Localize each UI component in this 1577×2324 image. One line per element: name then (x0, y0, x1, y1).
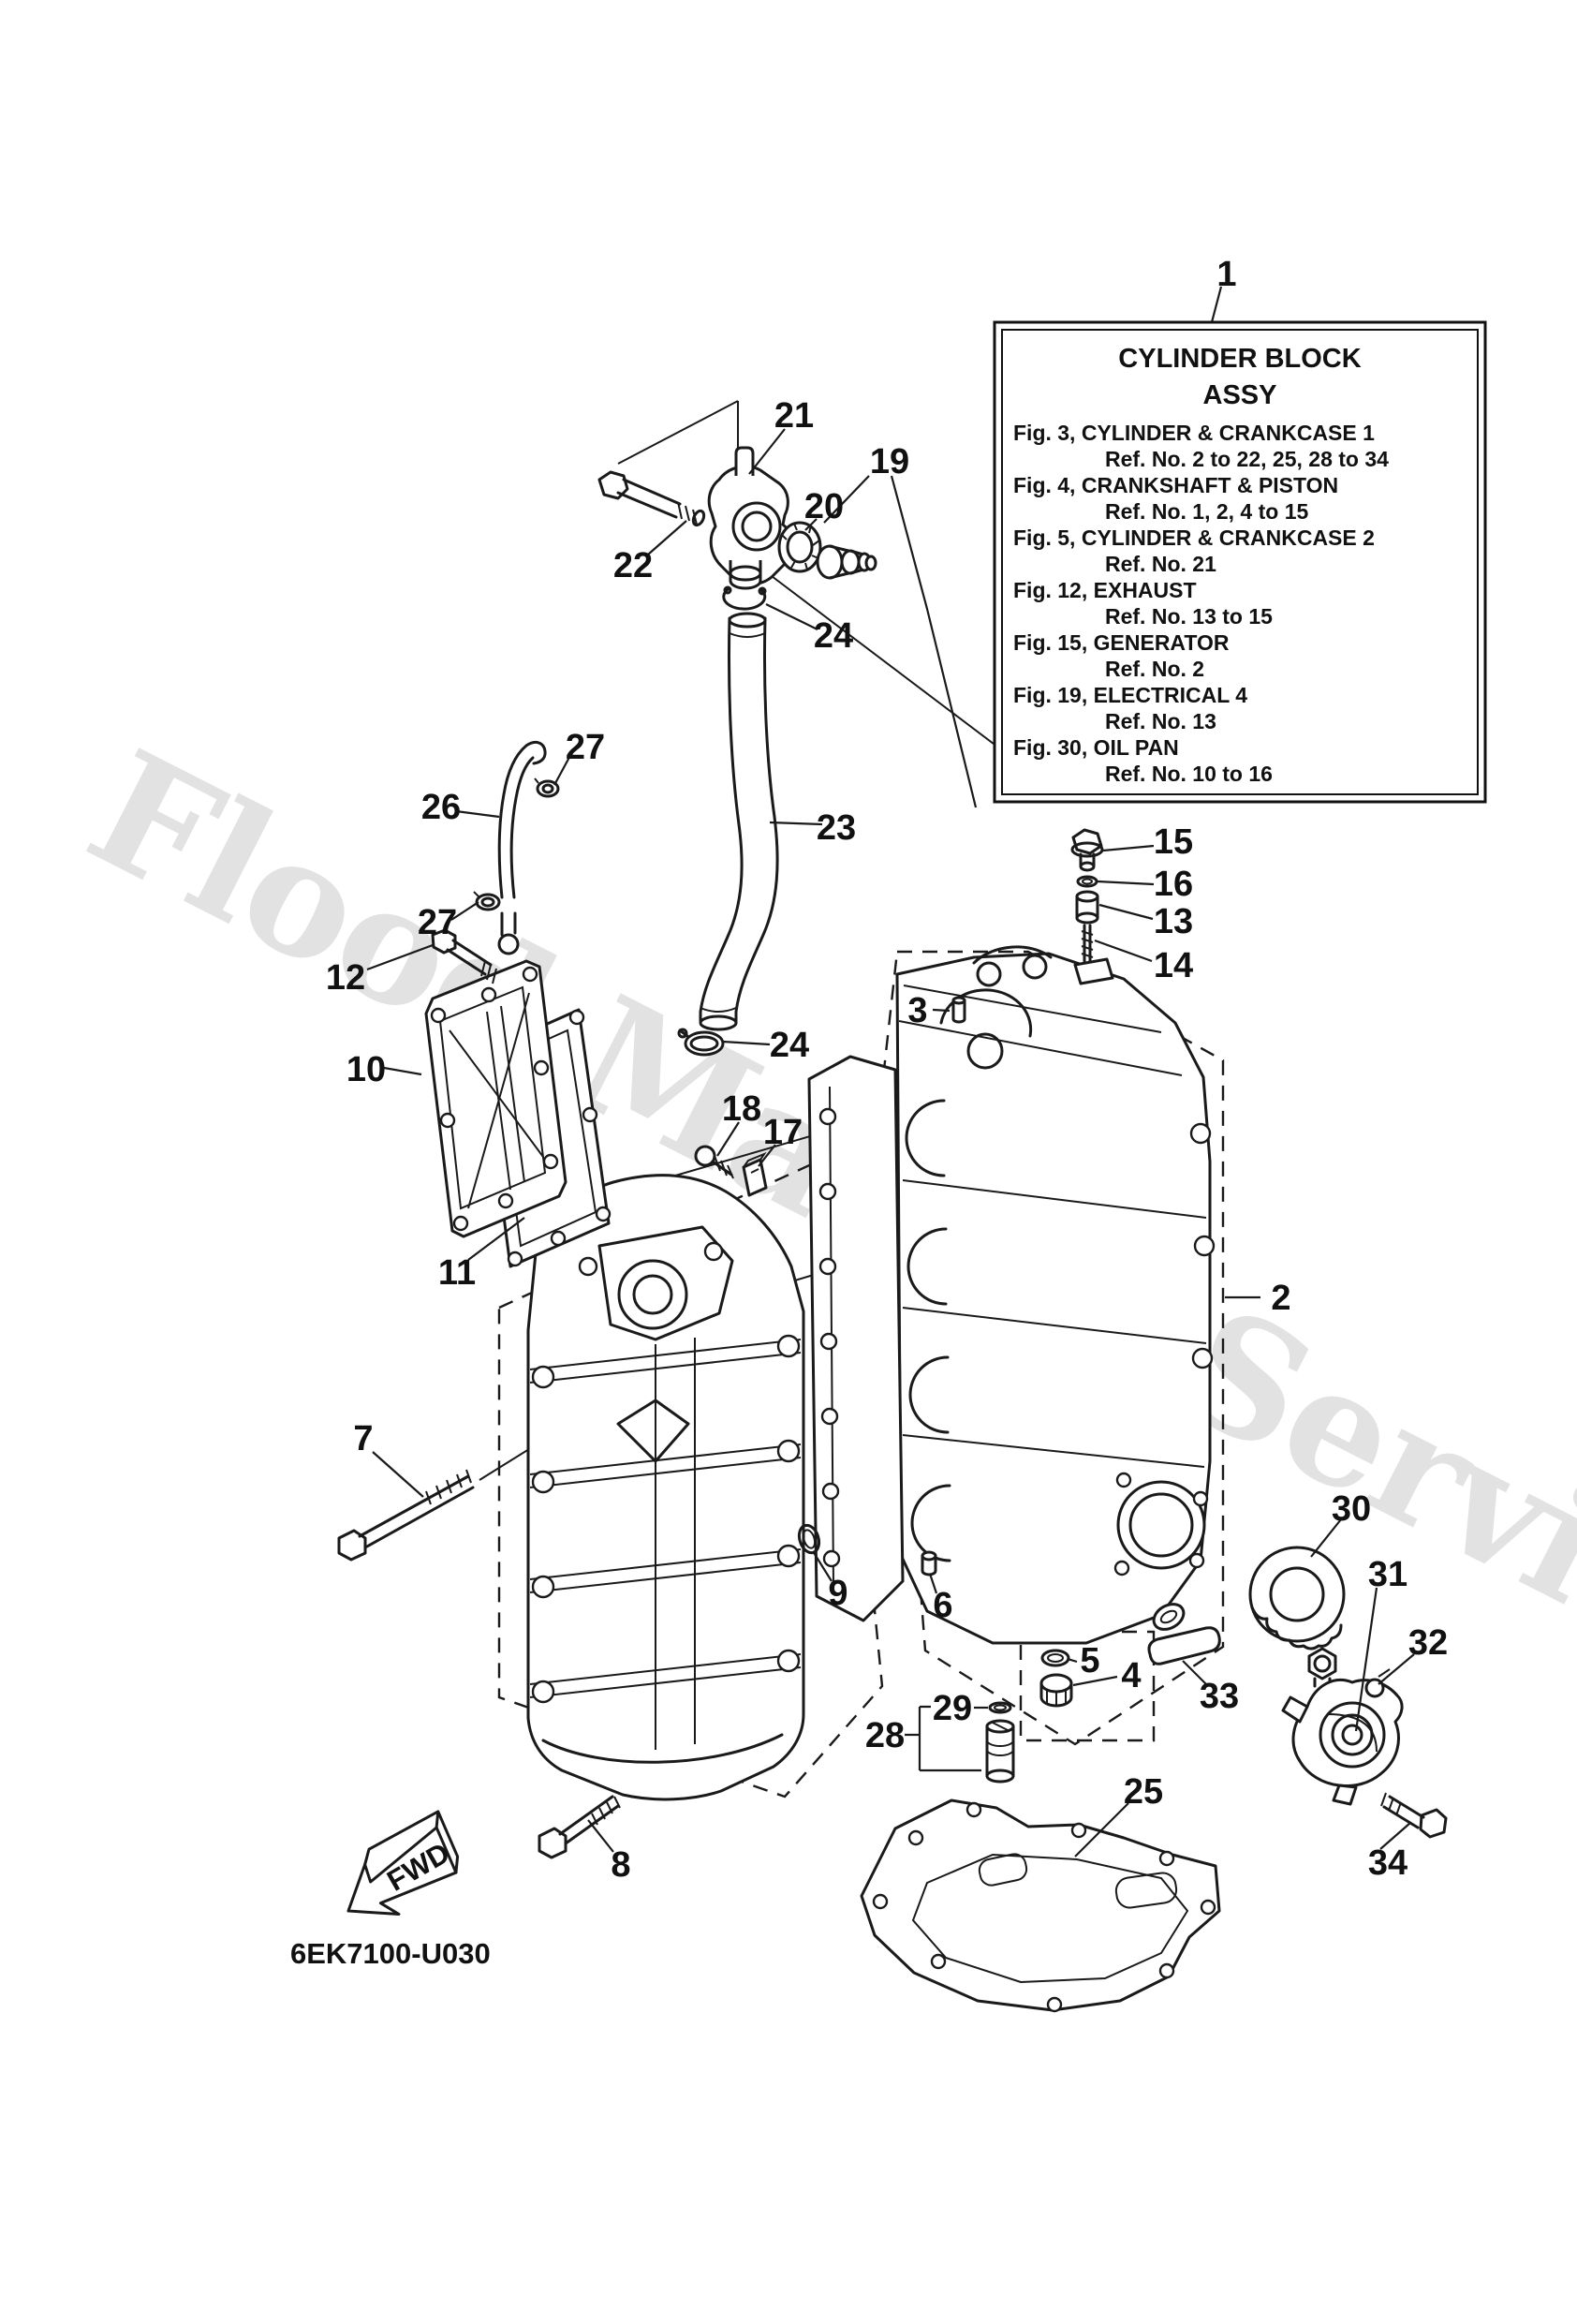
callout-32: 32 (1408, 1623, 1448, 1663)
callout-13: 13 (1154, 902, 1193, 941)
callout-3: 3 (907, 991, 927, 1030)
callout-21: 21 (774, 396, 814, 436)
callout-18: 18 (722, 1089, 761, 1129)
fitting-31 (1307, 1647, 1337, 1688)
callout-15: 15 (1154, 822, 1193, 862)
seal-ring-20 (777, 521, 822, 573)
info-entry-ref: Ref. No. 13 (1105, 709, 1216, 733)
bolt-12 (431, 928, 497, 984)
callout-8: 8 (611, 1845, 630, 1885)
bolt-34 (1380, 1792, 1448, 1839)
info-entry-fig: Fig. 5, CYLINDER & CRANKCASE 2 (1013, 525, 1375, 550)
figure-footer: FWD 6EK7100-U030 (290, 1810, 491, 1970)
bolt-22 (597, 470, 706, 527)
callout-34: 34 (1368, 1843, 1408, 1883)
info-entry-ref: Ref. No. 1, 2, 4 to 15 (1105, 499, 1308, 524)
callout-14: 14 (1154, 946, 1193, 985)
callout-28: 28 (865, 1716, 905, 1755)
drawing-code: 6EK7100-U030 (290, 1937, 491, 1970)
info-entry-fig: Fig. 3, CYLINDER & CRANKCASE 1 (1013, 421, 1375, 445)
callout-29: 29 (933, 1689, 972, 1728)
thermostat-housing-group (597, 446, 877, 611)
clip-17 (742, 1151, 768, 1197)
callout-5: 5 (1080, 1641, 1099, 1680)
water-hose-23 (677, 612, 779, 1057)
info-box-title: CYLINDER BLOCK (1118, 344, 1361, 374)
oil-pump-32 (1281, 1668, 1404, 1806)
info-box-subtitle: ASSY (1203, 380, 1277, 410)
callout-11: 11 (438, 1253, 476, 1293)
callout-4: 4 (1121, 1656, 1141, 1695)
bolt-7 (337, 1469, 475, 1562)
info-entry-ref: Ref. No. 21 (1105, 552, 1216, 576)
callout-7: 7 (353, 1419, 373, 1458)
breather-hose-26 (473, 740, 560, 937)
drain-plug-dashed-box (1019, 1630, 1156, 1742)
thermostat-19 (816, 544, 877, 580)
callout-25: 25 (1124, 1772, 1163, 1812)
callout-1: 1 (1216, 255, 1236, 294)
info-box: CYLINDER BLOCK ASSY Fig. 3, CYLINDER & C… (993, 320, 1487, 804)
callout-16: 16 (1154, 865, 1193, 904)
dowel-6 (921, 1550, 937, 1576)
callout-10: 10 (346, 1050, 386, 1089)
cylinder-block (807, 945, 1216, 1645)
dowel-3 (951, 996, 966, 1024)
callout-27a: 27 (566, 728, 605, 767)
callout-20: 20 (804, 487, 844, 526)
crankcase-dashed-box (497, 1154, 884, 1799)
info-entry-ref: Ref. No. 10 to 16 (1105, 762, 1273, 786)
callout-22: 22 (613, 546, 653, 585)
hose-clamp-24 (677, 1028, 725, 1057)
info-entry-ref: Ref. No. 13 to 15 (1105, 604, 1273, 629)
callout-17: 17 (763, 1113, 803, 1152)
oil-pan-gasket-25 (860, 1799, 1221, 2013)
gaskets-33 (1147, 1603, 1221, 1665)
engine-art (337, 400, 1448, 2013)
cover-plate-10 (424, 959, 567, 1238)
dashed-boundaries (497, 950, 1225, 1799)
screw-18 (694, 1145, 734, 1179)
anode-stack (1070, 828, 1104, 963)
info-entry-fig: Fig. 30, OIL PAN (1013, 735, 1179, 760)
oil-strainer-group (985, 1701, 1015, 1784)
info-entry-fig: Fig. 19, ELECTRICAL 4 (1013, 683, 1247, 707)
callout-33: 33 (1200, 1677, 1239, 1716)
hose-clamp-27-upper (534, 777, 560, 798)
callout-2: 2 (1271, 1279, 1290, 1318)
callout-31: 31 (1368, 1555, 1408, 1594)
callout-27b: 27 (418, 903, 457, 942)
oil-filter-30 (1248, 1546, 1346, 1650)
callout-24b: 24 (770, 1026, 809, 1065)
fwd-arrow-icon (346, 1810, 460, 1916)
exhaust-cover-plates (424, 933, 612, 1268)
info-entry-fig: Fig. 15, GENERATOR (1013, 630, 1230, 655)
thermostat-housing (707, 465, 794, 585)
callout-24a: 24 (814, 616, 853, 656)
callout-19: 19 (870, 442, 909, 481)
info-entry-fig: Fig. 12, EXHAUST (1013, 578, 1197, 602)
callout-6: 6 (933, 1586, 952, 1625)
bolt-8 (538, 1795, 621, 1859)
drain-plug-group (1039, 1649, 1073, 1708)
callout-30: 30 (1332, 1489, 1371, 1529)
crank-bores (905, 1099, 951, 1562)
callout-12: 12 (326, 958, 365, 998)
info-entry-ref: Ref. No. 2 to 22, 25, 28 to 34 (1105, 447, 1389, 471)
circlip-24 (722, 585, 767, 611)
callout-26: 26 (421, 788, 461, 827)
info-entry-fig: Fig. 4, CRANKSHAFT & PISTON (1013, 473, 1338, 497)
callout-9: 9 (828, 1574, 847, 1613)
leader-lines (366, 286, 1415, 1858)
crankcase (526, 1174, 805, 1801)
callouts: 1 21 19 20 22 24 27 26 23 27 15 16 13 14… (326, 255, 1448, 1885)
info-entry-ref: Ref. No. 2 (1105, 657, 1204, 681)
callout-23: 23 (817, 808, 856, 848)
